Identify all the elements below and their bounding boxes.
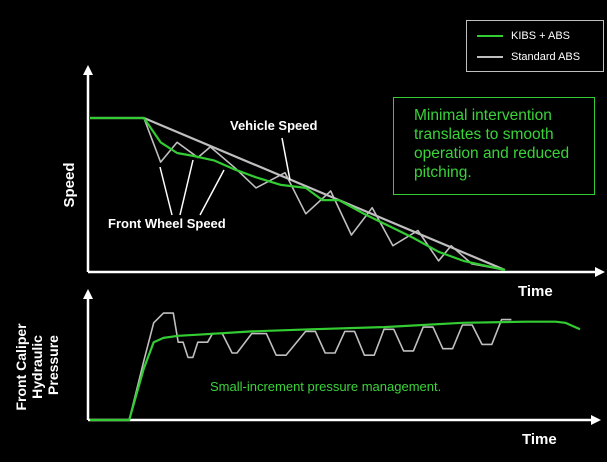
wheel-speed-pointer-3 (199, 169, 225, 216)
wheel-speed-pointer-2 (179, 159, 194, 216)
wheel-speed-pointer-1 (159, 166, 173, 216)
note-text: Minimal intervention translates to smoot… (414, 107, 570, 181)
top-x-axis-label: Time (518, 283, 553, 300)
pressure-annotation: Small-increment pressure management. (210, 379, 441, 394)
top-y-axis-label: Speed (61, 162, 78, 207)
vehicle-speed-label: Vehicle Speed (230, 118, 317, 133)
front-wheel-speed-label: Front Wheel Speed (108, 216, 226, 231)
bottom-y-label-line-3: Pressure (45, 335, 61, 395)
legend-swatch-standard (477, 56, 503, 58)
bottom-series-kibs-abs (90, 320, 581, 422)
top-series-kibs-abs (90, 116, 506, 272)
legend-item-kibs: KIBS + ABS (477, 27, 570, 45)
bottom-y-axis-label: Front Caliper Hydraulic Pressure (13, 319, 61, 410)
top-series-standard-abs (90, 117, 506, 271)
note-box: Minimal intervention translates to smoot… (393, 97, 595, 195)
top-series-group (90, 116, 506, 272)
legend-label-standard: Standard ABS (511, 51, 581, 63)
legend: KIBS + ABS Standard ABS (466, 20, 604, 72)
bottom-x-axis-label: Time (522, 431, 557, 448)
bottom-series-standard-abs (90, 312, 512, 421)
vehicle-speed-pointer (281, 137, 291, 181)
legend-swatch-kibs (477, 35, 503, 37)
bottom-y-label-line-1: Front Caliper (13, 323, 29, 411)
bottom-series-group (90, 312, 581, 422)
legend-item-standard: Standard ABS (477, 48, 580, 66)
bottom-y-label-line-2: Hydraulic (29, 335, 45, 399)
legend-label-kibs: KIBS + ABS (511, 30, 571, 42)
